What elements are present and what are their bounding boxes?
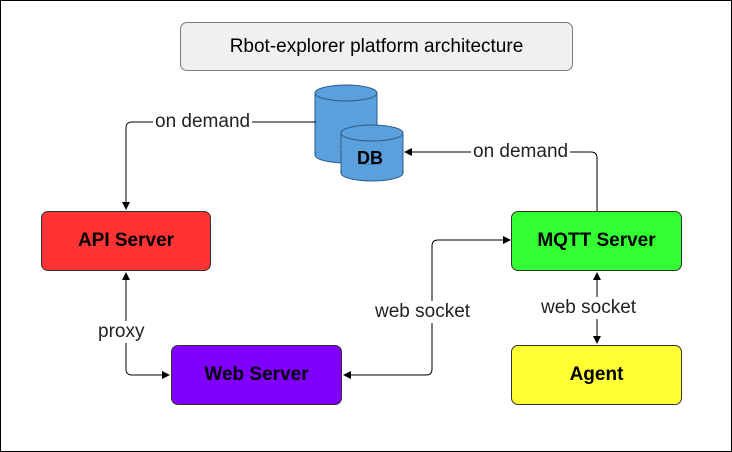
edge-label-mqtt-agent: web socket [539,297,639,319]
edge-label-db-to-api: on demand [153,111,253,133]
edge-label-web-mqtt: web socket [373,301,473,323]
diagram-title: Rbot-explorer platform architecture [180,22,573,71]
edge-label-mqtt-to-db: on demand [471,141,571,163]
mqtt-server-node: MQTT Server [511,211,682,271]
edge-api-web [122,272,170,379]
api-server-node: API Server [41,211,211,271]
db-icon [314,84,404,182]
db-label: DB [357,148,383,168]
edge-db-to-api [122,121,316,210]
agent-node: Agent [511,345,682,405]
edge-mqtt-to-db [404,148,598,211]
db-cylinder-front [340,124,404,182]
web-server-node: Web Server [171,345,342,405]
edge-label-api-web: proxy [96,321,147,343]
